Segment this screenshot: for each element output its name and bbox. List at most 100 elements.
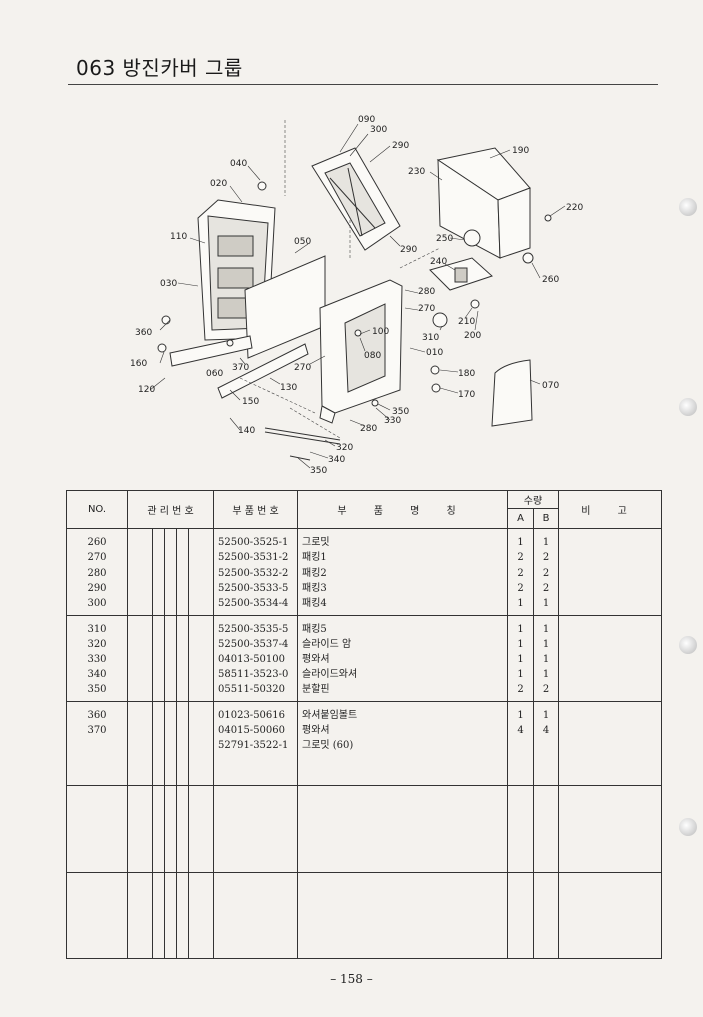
cell-line: 분할핀 — [302, 684, 330, 696]
cell-line: 1 — [542, 537, 550, 549]
diagram-label: 080 — [364, 351, 381, 361]
cell-line: 52500-3531-2 — [218, 552, 289, 564]
diagram-label: 120 — [138, 385, 155, 395]
cell-management — [176, 528, 189, 616]
cell-line: 58511-3523-0 — [218, 669, 289, 681]
cell-remarks — [558, 528, 662, 616]
cell-management — [127, 700, 153, 787]
header-management-number: 관 리 번 호 — [127, 489, 214, 530]
diagram-label: 060 — [206, 369, 223, 379]
cell-management — [152, 871, 165, 960]
cell-line: 그로밋 (60) — [302, 740, 354, 752]
cell-management — [164, 785, 177, 873]
diagram-label: 320 — [336, 443, 353, 453]
diagram-label: 290 — [400, 245, 417, 255]
cell-line — [538, 738, 554, 753]
diagram-label: 200 — [464, 331, 481, 341]
cell-management — [176, 700, 189, 787]
cell-b — [533, 785, 559, 873]
cell-line: 2 — [542, 684, 550, 696]
cell-line: 2 — [542, 552, 550, 564]
diagram-label: 020 — [210, 179, 227, 189]
cell-line: 1 — [517, 623, 524, 635]
cell-remarks — [558, 700, 662, 787]
table-group-row — [66, 871, 662, 960]
diagram-label: 360 — [135, 328, 152, 338]
diagram-label: 290 — [392, 141, 409, 151]
diagram-label: 340 — [328, 455, 345, 465]
cell-remarks — [558, 871, 662, 960]
diagram-label: 270 — [294, 363, 311, 373]
parts-table: NO. 관 리 번 호 부 품 번 호 부 품 명 칭 수량 비 고 A B 2… — [66, 489, 662, 960]
diagram-label: 280 — [418, 287, 435, 297]
cell-name — [297, 785, 508, 873]
cell-management — [188, 614, 214, 702]
binder-hole — [679, 818, 697, 836]
cell-line: 2 — [517, 582, 524, 594]
diagram-label: 260 — [542, 275, 559, 285]
diagram-label: 160 — [130, 359, 147, 369]
cell-management — [188, 700, 214, 787]
binder-hole — [679, 398, 697, 416]
diagram-label: 030 — [160, 279, 177, 289]
cell-line: 패킹3 — [302, 582, 327, 594]
diagram-label: 170 — [458, 390, 475, 400]
cell-management — [188, 785, 214, 873]
diagram-label: 230 — [408, 167, 425, 177]
header-qty-a: A — [507, 508, 534, 530]
header-remarks: 비 고 — [558, 489, 662, 530]
cell-remarks — [558, 785, 662, 873]
cell-line: 310 — [87, 623, 107, 635]
cell-no — [66, 785, 128, 873]
diagram-label: 310 — [422, 333, 439, 343]
diagram-label: 050 — [294, 237, 311, 247]
cell-no — [66, 871, 128, 960]
diagram-label: 130 — [280, 383, 297, 393]
cell-line: 360 — [87, 709, 107, 721]
cell-management — [164, 614, 177, 702]
diagram-label: 350 — [392, 407, 409, 417]
cell-management — [127, 614, 153, 702]
cell-line: 52500-3533-5 — [218, 582, 289, 594]
cell-line: 300 — [87, 597, 107, 609]
diagram-label: 250 — [436, 234, 453, 244]
cell-line: 330 — [87, 653, 107, 665]
diagram-label: 010 — [426, 348, 443, 358]
cell-management — [152, 614, 165, 702]
cell-line: 슬라이드와셔 — [302, 669, 358, 681]
cell-line — [512, 738, 529, 753]
cell-remarks — [558, 614, 662, 702]
cell-line: 2 — [542, 567, 550, 579]
header-no: NO. — [66, 489, 128, 530]
cell-management — [188, 871, 214, 960]
diagram-label: 300 — [370, 125, 387, 135]
cell-management — [164, 528, 177, 616]
diagram-label: 270 — [418, 304, 435, 314]
cell-line: 320 — [87, 638, 107, 650]
cell-line: 1 — [542, 638, 550, 650]
cell-line: 340 — [87, 669, 107, 681]
cell-line: 52500-3525-1 — [218, 537, 289, 549]
cell-line: 평와셔 — [302, 725, 330, 737]
exploded-parts-diagram: 090 300 290 190 040 020 230 220 110 050 … — [130, 115, 583, 476]
diagram-label: 190 — [512, 146, 529, 156]
cell-line: 1 — [542, 597, 550, 609]
diagram-label: 090 — [358, 115, 375, 125]
binder-hole — [679, 198, 697, 216]
cell-line: 05511-50320 — [218, 684, 286, 696]
table-group-row — [66, 785, 662, 873]
cell-line: 2 — [517, 567, 524, 579]
cell-line: 패킹1 — [302, 552, 327, 564]
cell-management — [164, 700, 177, 787]
cell-line: 1 — [517, 669, 524, 681]
